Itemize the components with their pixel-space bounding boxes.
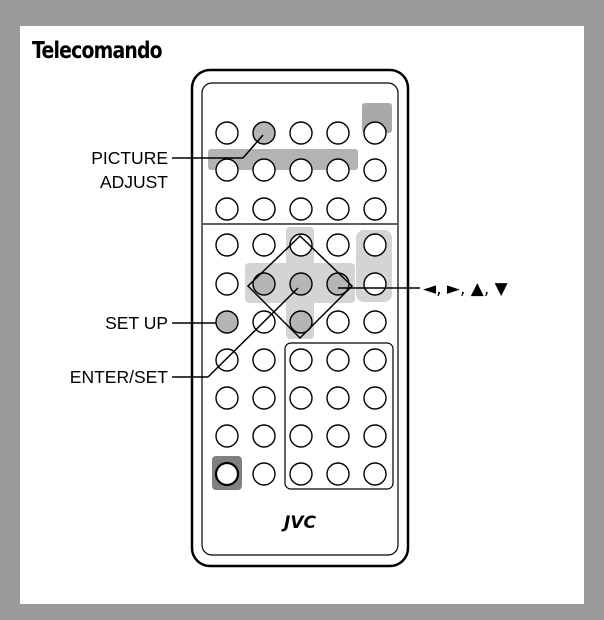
remote-button	[215, 158, 239, 182]
remote-button	[252, 462, 276, 486]
remote-button	[289, 424, 313, 448]
remote-button	[326, 310, 350, 334]
remote-button	[363, 348, 387, 372]
cursor-keys-label: ◄, ►, ▲, ▼	[423, 279, 509, 299]
remote-button	[289, 386, 313, 410]
remote-button	[215, 197, 239, 221]
remote-button	[252, 233, 276, 257]
remote-button	[363, 272, 387, 296]
enter-set-line-d	[207, 287, 299, 378]
remote-button	[326, 197, 350, 221]
remote-button	[252, 348, 276, 372]
remote-button	[326, 348, 350, 372]
picture-adjust-label-1: PICTURE	[91, 148, 168, 168]
remote-button	[252, 272, 276, 296]
remote-button	[215, 386, 239, 410]
picture-adjust-line-d	[242, 134, 264, 159]
remote-button	[289, 158, 313, 182]
remote-button	[363, 386, 387, 410]
picture-adjust-label-2: ADJUST	[100, 172, 168, 192]
numpad-box	[284, 342, 394, 490]
remote-button	[363, 121, 387, 145]
enter-set-label: ENTER/SET	[70, 367, 169, 387]
remote-button	[363, 310, 387, 334]
remote-button	[214, 461, 240, 487]
remote-button	[363, 424, 387, 448]
remote-button	[215, 348, 239, 372]
remote-button	[326, 233, 350, 257]
remote-button	[289, 462, 313, 486]
remote-button	[215, 272, 239, 296]
remote-button	[326, 462, 350, 486]
remote-button	[326, 121, 350, 145]
remote-button	[252, 158, 276, 182]
remote-button	[326, 158, 350, 182]
brand-logo: JVC	[281, 513, 316, 533]
remote-button	[326, 424, 350, 448]
remote-button	[252, 386, 276, 410]
button-grid	[214, 121, 387, 487]
remote-button	[289, 348, 313, 372]
remote-button	[363, 158, 387, 182]
remote-button	[363, 197, 387, 221]
remote-button	[252, 121, 276, 145]
page-title: Telecomando	[32, 38, 163, 64]
remote-button	[289, 310, 313, 334]
set-up-label: SET UP	[105, 313, 168, 333]
remote-button	[215, 121, 239, 145]
remote-button	[363, 462, 387, 486]
remote-button	[215, 233, 239, 257]
remote-button	[252, 197, 276, 221]
remote-button	[215, 424, 239, 448]
remote-button	[289, 197, 313, 221]
remote-button	[289, 121, 313, 145]
remote-button	[215, 310, 239, 334]
cursor-diamond	[246, 234, 354, 340]
remote-button	[326, 386, 350, 410]
remote-button	[363, 233, 387, 257]
remote-button	[252, 424, 276, 448]
